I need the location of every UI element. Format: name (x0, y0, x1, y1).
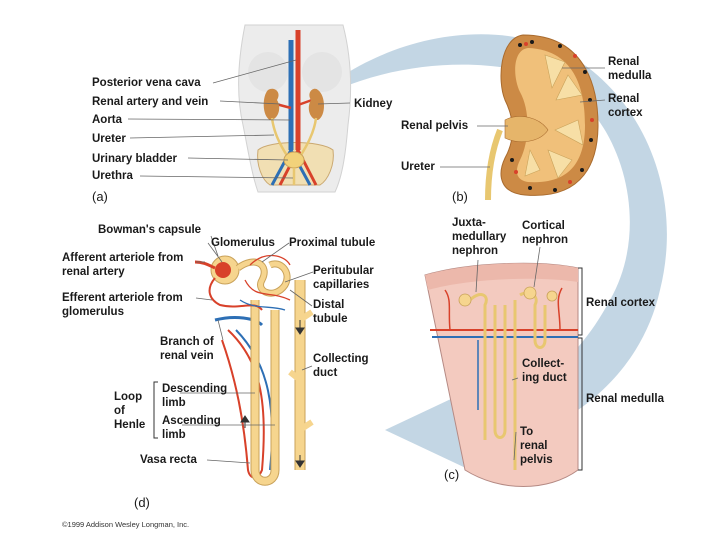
label-loop-of-henle: Loop of Henle (114, 391, 146, 431)
label-renal-cortex-b: Renal cortex (608, 93, 643, 119)
label-vasa-recta: Vasa recta (140, 454, 197, 466)
label-proximal-tubule: Proximal tubule (289, 237, 376, 249)
label-collecting-duct-c: Collect-ing duct (522, 358, 567, 384)
label-bowmans-capsule: Bowman's capsule (98, 224, 202, 236)
label-posterior-vena-cava: Posterior vena cava (92, 77, 201, 89)
human-torso-illustration (127, 24, 352, 193)
renal-wedge-illustration (424, 246, 583, 487)
kidney-section-illustration (440, 34, 606, 201)
label-renal-cortex-c: Renal cortex (586, 297, 656, 309)
label-ascending-limb: Ascending limb (162, 415, 221, 441)
label-urethra: Urethra (92, 170, 133, 182)
label-peritubular-capillaries: Peritubular capillaries (313, 265, 374, 291)
label-kidney: Kidney (354, 98, 393, 110)
panel-c-letter: (c) (444, 467, 460, 482)
label-renal-medulla-c: Renal medulla (586, 393, 664, 405)
label-glomerulus: Glomerulus (211, 237, 275, 249)
label-efferent-arteriole: Efferent arteriole from glomerulus (62, 292, 183, 318)
panel-d-letter: (d) (134, 495, 150, 510)
label-renal-artery-vein: Renal artery and vein (92, 96, 209, 108)
label-descending-limb: Descending limb (162, 383, 228, 409)
nephron-illustration (153, 235, 314, 486)
copyright-notice: ©1999 Addison Wesley Longman, Inc. (62, 520, 190, 529)
panel-b-letter: (b) (452, 189, 468, 204)
panel-a-letter: (a) (92, 189, 108, 204)
label-ureter-b: Ureter (401, 161, 435, 173)
label-ureter-a: Ureter (92, 133, 126, 145)
label-cortical-nephron: Cortical nephron (522, 220, 568, 246)
label-renal-pelvis: Renal pelvis (401, 120, 469, 132)
label-juxtamedullary-nephron: Juxta-medullary nephron (452, 217, 507, 257)
label-collecting-duct-d: Collecting duct (313, 353, 369, 379)
label-urinary-bladder: Urinary bladder (92, 153, 177, 165)
label-branch-renal-vein: Branch of renal vein (160, 336, 214, 362)
label-distal-tubule: Distal tubule (313, 299, 348, 325)
label-renal-medulla-b: Renal medulla (608, 56, 652, 82)
label-aorta: Aorta (92, 114, 123, 126)
label-afferent-arteriole: Afferent arteriole from renal artery (62, 252, 184, 278)
label-to-renal-pelvis: To renal pelvis (520, 426, 553, 466)
